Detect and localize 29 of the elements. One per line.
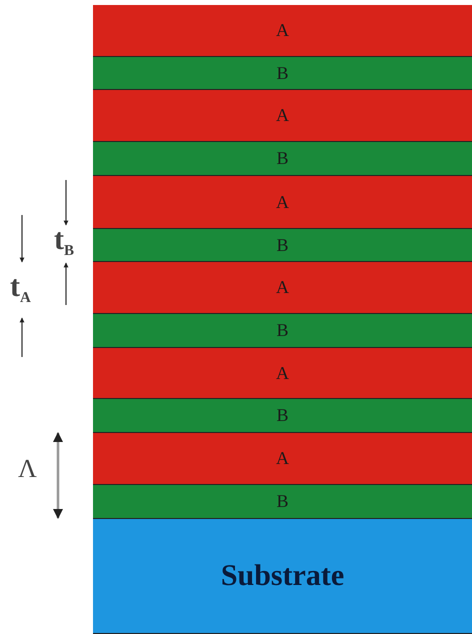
film-layer — [93, 433, 472, 485]
film-layer — [93, 176, 472, 229]
film-layer — [93, 262, 472, 314]
film-layer — [93, 314, 472, 348]
layer-label: A — [276, 20, 289, 41]
layer-label: B — [276, 491, 288, 512]
film-layer — [93, 229, 472, 262]
film-layer — [93, 90, 472, 142]
film-layer — [93, 142, 472, 176]
film-layer — [93, 485, 472, 519]
layer-label: Substrate — [220, 559, 344, 593]
layer-label: B — [276, 234, 288, 256]
film-layer — [93, 5, 472, 57]
layer-label: A — [276, 192, 289, 212]
film-layer — [93, 399, 472, 433]
film-layer — [93, 348, 472, 399]
layer-label: A — [276, 362, 289, 384]
layer-label: A — [276, 105, 289, 126]
layer-label: A — [276, 448, 289, 469]
period-label: Λ — [18, 456, 37, 482]
film-layer — [93, 57, 472, 90]
layer-label: A — [276, 277, 289, 298]
thickness-label: t$_{B}$ — [54, 225, 74, 259]
layer-label: B — [276, 148, 288, 169]
layer-label: B — [276, 320, 288, 341]
substrate-layer — [93, 519, 472, 634]
layer-label: B — [276, 62, 288, 84]
layer-label: B — [276, 405, 288, 426]
thickness-label: t$_{A}$ — [10, 272, 31, 306]
